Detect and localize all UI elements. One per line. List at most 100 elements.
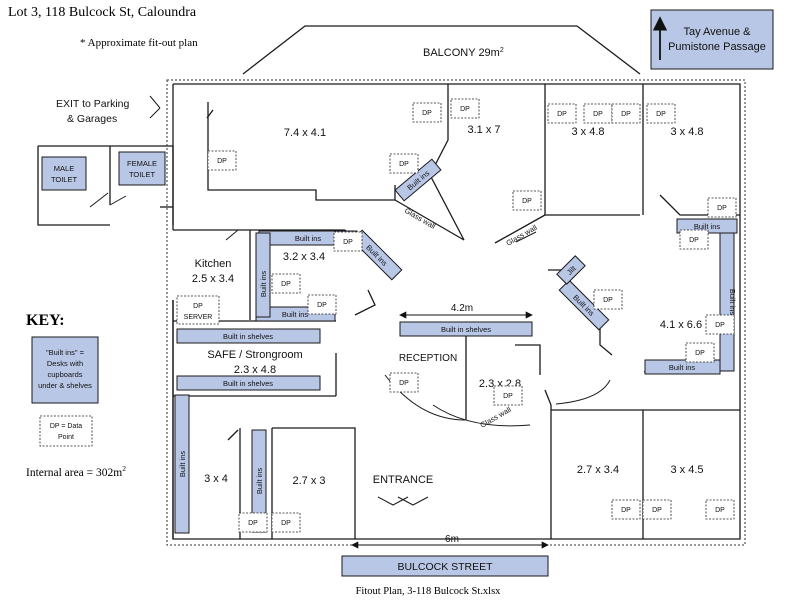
- tay-avenue-line2: Pumistone Passage: [668, 41, 766, 53]
- data-point: DP: [493, 385, 523, 406]
- svg-text:Built ins: Built ins: [295, 234, 322, 243]
- interior-walls: [172, 84, 740, 539]
- room-kitchen-name: Kitchen: [195, 258, 232, 270]
- svg-text:DP: DP: [281, 520, 291, 527]
- data-point: DP: [333, 231, 363, 252]
- entrance-arrow-icon: [377, 496, 429, 506]
- data-point: DP: [547, 103, 577, 124]
- glass-wall-label-1: Glass wall: [403, 206, 437, 231]
- svg-text:DP: DP: [557, 111, 567, 118]
- svg-text:DP: DP: [593, 111, 603, 118]
- svg-text:DP: DP: [715, 507, 725, 514]
- svg-text:DP: DP: [603, 297, 613, 304]
- builtin-right-bottom: Built ins: [644, 359, 721, 375]
- entrance-label: ENTRANCE: [373, 474, 434, 486]
- svg-text:Built ins: Built ins: [728, 289, 737, 316]
- svg-text:under & shelves: under & shelves: [38, 381, 92, 390]
- svg-text:Point: Point: [58, 434, 74, 441]
- svg-text:cupboards: cupboards: [47, 370, 82, 379]
- svg-text:Built ins: Built ins: [255, 468, 264, 495]
- svg-text:Built ins: Built ins: [669, 363, 696, 372]
- data-point: DP: [705, 499, 735, 520]
- male-toilet: MALE TOILET: [41, 156, 87, 191]
- data-point: DP: [238, 512, 268, 533]
- room-3x4: 3 x 4: [204, 473, 228, 485]
- room-3x4-5: 3 x 4.5: [670, 464, 703, 476]
- data-point: DP: [593, 289, 623, 310]
- data-point: DP: [679, 229, 709, 250]
- svg-text:6m: 6m: [445, 534, 459, 545]
- svg-text:DP: DP: [217, 158, 227, 165]
- data-point: DP: [642, 499, 672, 520]
- room-3x4-8-b: 3 x 4.8: [670, 126, 703, 138]
- svg-text:DP: DP: [717, 205, 727, 212]
- svg-text:DP: DP: [281, 281, 291, 288]
- builtin-shelves-safe-top: Built in shelves: [176, 328, 321, 344]
- svg-text:DP: DP: [652, 507, 662, 514]
- data-point: DP: [646, 103, 676, 124]
- svg-text:DP: DP: [695, 350, 705, 357]
- room-2-7x3-4: 2.7 x 3.4: [577, 464, 619, 476]
- svg-text:DP: DP: [715, 322, 725, 329]
- tay-avenue-box: Tay Avenue & Pumistone Passage: [650, 9, 774, 70]
- svg-text:Built ins: Built ins: [282, 310, 309, 319]
- svg-text:FEMALE: FEMALE: [127, 159, 157, 168]
- svg-text:DP: DP: [503, 393, 513, 400]
- data-point: DP: [389, 372, 419, 393]
- builtin-room-3x4: Built ins: [174, 394, 190, 534]
- dimension-6m: 6m: [351, 534, 549, 549]
- plan-note: * Approximate fit-out plan: [80, 37, 198, 49]
- room-7-4x4-1: 7.4 x 4.1: [284, 127, 326, 139]
- svg-text:DP: DP: [522, 198, 532, 205]
- svg-text:DP: DP: [656, 111, 666, 118]
- builtin-shelves-safe-bottom: Built in shelves: [176, 375, 321, 391]
- exit-label-line1: EXIT to Parking: [56, 98, 130, 110]
- exit-door-swing: [149, 95, 161, 119]
- svg-text:Desks with: Desks with: [47, 359, 83, 368]
- footer-filename: Fitout Plan, 3-118 Bulcock St.xlsx: [356, 586, 502, 597]
- svg-text:Built ins: Built ins: [259, 271, 268, 298]
- room-4-1x6-6: 4.1 x 6.6: [660, 319, 702, 331]
- svg-text:SERVER: SERVER: [184, 314, 213, 321]
- data-point: DP: [512, 190, 542, 211]
- svg-text:DP: DP: [343, 239, 353, 246]
- data-point: DP: [685, 342, 715, 363]
- room-3-1x7: 3.1 x 7: [467, 124, 500, 136]
- room-reception: RECEPTION: [399, 353, 457, 364]
- jilt-box: Jilt: [556, 255, 586, 285]
- data-point: DP: [307, 294, 337, 315]
- data-point: DP: [271, 512, 301, 533]
- room-kitchen-size: 2.5 x 3.4: [192, 273, 234, 285]
- data-point: DP: [389, 153, 419, 174]
- data-point: DP: [412, 102, 442, 123]
- data-point: DP: [271, 273, 301, 294]
- svg-text:DP: DP: [248, 520, 258, 527]
- dimension-4-2m: 4.2m: [399, 303, 533, 319]
- svg-text:DP: DP: [621, 111, 631, 118]
- key-title: KEY:: [26, 312, 65, 329]
- svg-text:TOILET: TOILET: [129, 170, 156, 179]
- svg-text:DP: DP: [399, 161, 409, 168]
- svg-text:DP: DP: [193, 303, 203, 310]
- toilet-door-swing: [89, 192, 127, 208]
- room-3-2x3-4: 3.2 x 3.4: [283, 251, 325, 263]
- key-builtins: "Built ins" = Desks with cupboards under…: [31, 336, 99, 404]
- svg-text:TOILET: TOILET: [51, 175, 78, 184]
- svg-text:DP: DP: [460, 106, 470, 113]
- room-safe-name: SAFE / Strongroom: [207, 349, 302, 361]
- svg-text:Built ins: Built ins: [178, 451, 187, 478]
- plan-title: Lot 3, 118 Bulcock St, Caloundra: [8, 5, 197, 20]
- room-3x4-8-a: 3 x 4.8: [571, 126, 604, 138]
- data-point: DP: [450, 98, 480, 119]
- data-point: DP: [611, 103, 641, 124]
- svg-text:Built in shelves: Built in shelves: [441, 325, 491, 334]
- exit-label-line2: & Garages: [67, 113, 117, 125]
- svg-text:Built in shelves: Built in shelves: [223, 332, 273, 341]
- glass-wall-1: [394, 199, 465, 241]
- balcony-label: BALCONY 29m2: [423, 47, 504, 59]
- svg-text:DP: DP: [317, 302, 327, 309]
- builtin-right-side: Built ins: [719, 232, 737, 372]
- svg-text:"Built ins" =: "Built ins" =: [46, 348, 85, 357]
- svg-text:4.2m: 4.2m: [451, 303, 473, 314]
- data-point: DP: [583, 103, 613, 124]
